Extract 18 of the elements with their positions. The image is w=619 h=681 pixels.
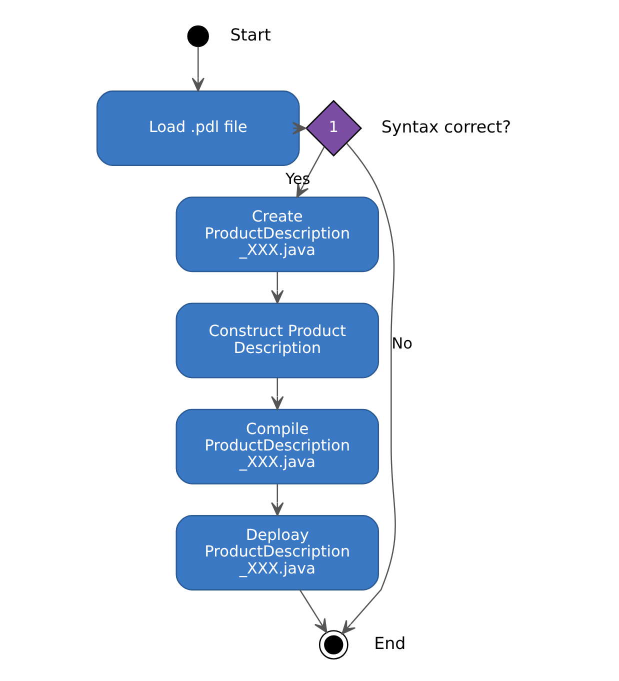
- arrow: [341, 142, 396, 634]
- node-box: Create ProductDescription _XXX.java: [175, 196, 379, 272]
- arrow: [270, 272, 284, 304]
- arrow: [191, 46, 204, 92]
- node-box: Compile ProductDescription _XXX.java: [175, 408, 379, 484]
- edge-label: No: [391, 334, 412, 352]
- arrow: [270, 378, 284, 410]
- arrow: [270, 484, 284, 516]
- node-label: Syntax correct?: [380, 118, 511, 137]
- node-label: Start: [230, 26, 270, 45]
- node-box: Construct Product Description: [175, 302, 379, 378]
- node-circle: [186, 25, 208, 48]
- arrow: [292, 122, 306, 135]
- node-label: End: [374, 634, 406, 654]
- arrow: [298, 590, 327, 633]
- node-box: Deploay ProductDescription _XXX.java: [175, 515, 379, 590]
- node-circle: [318, 630, 348, 660]
- node-diamond: 1: [304, 100, 362, 157]
